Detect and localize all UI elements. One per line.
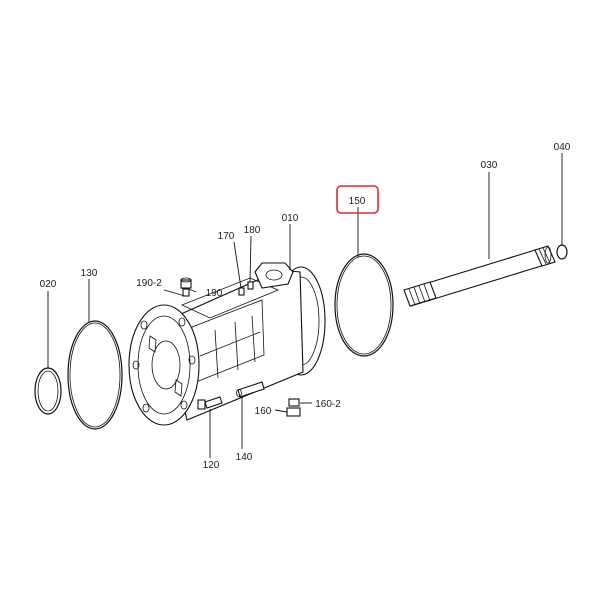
callout-170[interactable]: 170	[218, 231, 235, 242]
callout-labels: 020 130 190-2 190 170 180 010 150 030 04…	[40, 142, 571, 471]
leader-lines	[47, 153, 563, 458]
callout-160-2[interactable]: 160-2	[315, 399, 341, 410]
callout-180[interactable]: 180	[244, 225, 261, 236]
callout-140[interactable]: 140	[236, 452, 253, 463]
part-160-plug[interactable]	[286, 398, 301, 417]
callout-190-2[interactable]: 190-2	[136, 278, 162, 289]
callout-010[interactable]: 010	[282, 213, 299, 224]
callout-120[interactable]: 120	[203, 460, 220, 471]
callout-190[interactable]: 190	[206, 288, 223, 299]
part-170-plug[interactable]	[238, 287, 245, 296]
part-180-plug[interactable]	[247, 281, 254, 290]
part-150-large-ring[interactable]	[334, 253, 394, 357]
part-140-dowel[interactable]	[236, 381, 265, 398]
part-120-bolt[interactable]	[197, 396, 223, 410]
part-040-snap-ring[interactable]	[556, 244, 568, 260]
part-010-housing[interactable]	[128, 262, 326, 426]
callout-160[interactable]: 160	[255, 406, 272, 417]
callout-150[interactable]: 150	[349, 196, 366, 207]
highlight-box-150	[336, 185, 379, 214]
callout-040[interactable]: 040	[554, 142, 571, 153]
part-030-shaft[interactable]	[403, 245, 556, 307]
part-130-large-ring[interactable]	[67, 320, 123, 430]
part-020-small-ring[interactable]	[34, 367, 62, 415]
callout-030[interactable]: 030	[481, 160, 498, 171]
callout-130[interactable]: 130	[81, 268, 98, 279]
callout-020[interactable]: 020	[40, 279, 57, 290]
part-190-plug[interactable]	[180, 277, 192, 297]
